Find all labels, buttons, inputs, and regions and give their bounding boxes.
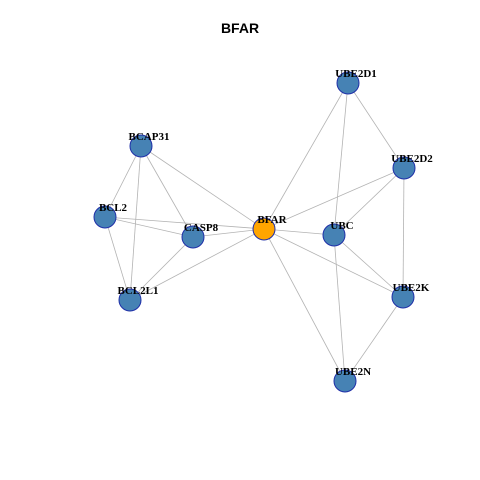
edge-casp8-bcl2l1 <box>129 236 194 301</box>
edge-bfar-bcap31 <box>140 145 265 230</box>
node-label-ube2k: UBE2K <box>393 282 430 294</box>
node-label-bcl2: BCL2 <box>99 202 128 214</box>
edge-bfar-casp8 <box>192 228 265 238</box>
edge-bfar-ubc <box>263 228 335 236</box>
edge-bfar-bcl2 <box>104 216 265 230</box>
node-bcl2l1 <box>118 288 142 312</box>
edge-ube2d2-ubc <box>333 167 405 236</box>
node-casp8 <box>181 225 205 249</box>
node-ube2d2 <box>392 156 416 180</box>
node-bcap31 <box>129 134 153 158</box>
node-bfar <box>252 217 276 241</box>
node-ube2n <box>333 369 357 393</box>
graph-title: BFAR <box>220 20 260 36</box>
edge-bcap31-bcl2l1 <box>129 145 142 301</box>
edge-bfar-ube2d1 <box>263 82 349 230</box>
node-ube2d1 <box>336 71 360 95</box>
edge-ubc-ube2n <box>333 234 346 382</box>
node-ubc <box>322 223 346 247</box>
edge-bcap31-bcl2 <box>104 145 142 218</box>
node-label-bcl2l1: BCL2L1 <box>118 285 159 297</box>
edge-layer <box>104 82 405 382</box>
edge-bfar-ube2n <box>263 228 346 382</box>
edge-ube2d1-ubc <box>333 82 349 236</box>
edge-bfar-bcl2l1 <box>129 228 265 301</box>
edge-ube2d1-ube2d2 <box>347 82 405 169</box>
node-label-ubc: UBC <box>330 220 353 232</box>
node-label-casp8: CASP8 <box>184 222 219 234</box>
edge-bcl2-bcl2l1 <box>104 216 131 301</box>
edge-bfar-ube2d2 <box>263 167 405 230</box>
edge-bcap31-casp8 <box>140 145 194 238</box>
node-layer <box>93 71 416 393</box>
node-label-bfar: BFAR <box>257 214 287 226</box>
node-label-ube2d2: UBE2D2 <box>391 153 433 165</box>
edge-ube2k-ube2n <box>344 296 404 382</box>
edge-ube2d2-ube2k <box>402 167 405 298</box>
node-label-bcap31: BCAP31 <box>129 131 170 143</box>
edge-bfar-ube2k <box>263 228 404 298</box>
edge-ubc-ube2k <box>333 234 404 298</box>
node-label-ube2n: UBE2N <box>335 366 371 378</box>
node-label-ube2d1: UBE2D1 <box>335 68 377 80</box>
node-ube2k <box>391 285 415 309</box>
node-bcl2 <box>93 205 117 229</box>
edge-bcl2-casp8 <box>104 216 194 238</box>
